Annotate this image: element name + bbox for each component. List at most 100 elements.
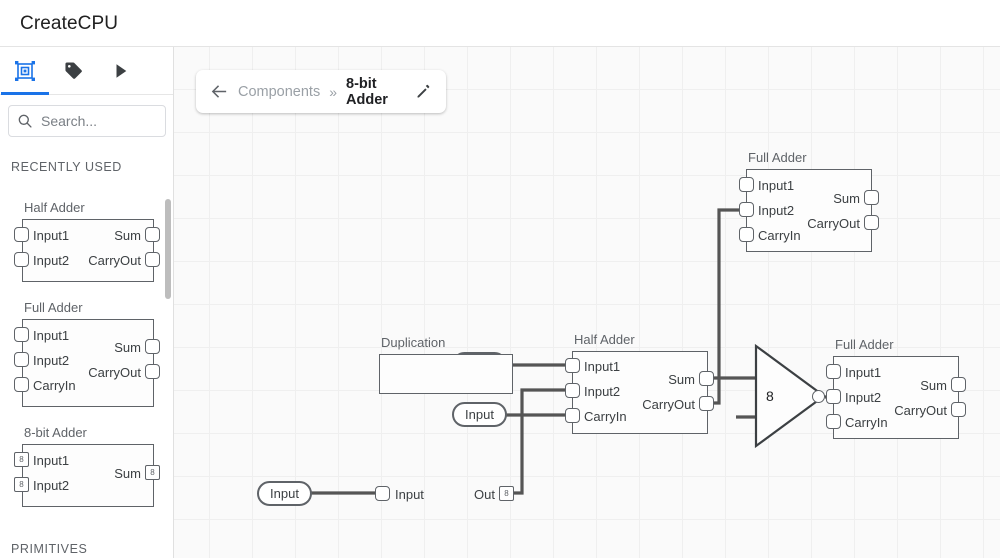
wire-layer <box>311 208 829 495</box>
pin-input[interactable] <box>375 486 390 501</box>
pin-carryin[interactable] <box>826 414 841 429</box>
pin-label-input2: Input2 <box>33 253 70 268</box>
component-body <box>833 356 959 439</box>
app-title: CreateCPU <box>20 13 119 34</box>
component-body <box>22 219 154 282</box>
breadcrumb: Components » 8-bit Adder <box>196 70 446 113</box>
pin-label-input2: Input2 <box>845 390 882 405</box>
pin-label-carryout: CarryOut <box>88 365 141 380</box>
pin-label-input2: Input2 <box>33 478 70 493</box>
pin-label-input1: Input1 <box>845 365 882 380</box>
pin-carryout[interactable] <box>145 364 160 379</box>
component-body <box>22 444 154 507</box>
pencil-icon[interactable] <box>415 83 432 100</box>
pin-label-input1: Input1 <box>758 178 795 193</box>
sidebar-scrollbar-thumb[interactable] <box>165 199 171 299</box>
pin-input1[interactable] <box>565 358 580 373</box>
component-title: Half Adder <box>24 200 85 215</box>
component-body <box>22 319 154 407</box>
pin-label-out: Out <box>474 487 495 502</box>
pin-label-input2: Input2 <box>33 353 70 368</box>
pin-label-input: Input <box>395 487 424 502</box>
pin-carryout[interactable] <box>951 402 966 417</box>
pin-carryin[interactable] <box>14 377 29 392</box>
pin-out[interactable]: 8 <box>499 486 514 501</box>
search-box[interactable] <box>8 105 166 137</box>
component-body <box>379 354 513 394</box>
pin-input2[interactable]: 8 <box>14 477 29 492</box>
component-title: Full Adder <box>835 337 894 352</box>
input-pill-label: Input <box>257 481 312 506</box>
merger-output-node[interactable] <box>812 390 825 403</box>
pin-sum[interactable] <box>145 339 160 354</box>
sidebar-tab-row <box>0 47 173 95</box>
component-title: Duplication <box>381 335 446 350</box>
pin-label-input1: Input1 <box>33 453 70 468</box>
pin-input2[interactable] <box>14 352 29 367</box>
component-body <box>572 351 708 434</box>
tab-run[interactable] <box>97 47 145 94</box>
pin-input1[interactable] <box>14 227 29 242</box>
schematic-canvas[interactable]: Components » 8-bit Adder Input Input Inp… <box>174 47 1000 558</box>
pin-label-sum: Sum <box>114 340 141 355</box>
tag-icon <box>64 62 82 79</box>
pin-input1[interactable]: 8 <box>14 452 29 467</box>
pin-input1[interactable] <box>826 364 841 379</box>
component-title: Full Adder <box>24 300 83 315</box>
component-icon <box>15 60 35 81</box>
pin-input2[interactable] <box>739 202 754 217</box>
merger-bus-width-label: 8 <box>766 388 774 404</box>
component-body <box>746 169 872 252</box>
component-title: Full Adder <box>748 150 807 165</box>
pin-input1[interactable] <box>14 327 29 342</box>
pin-label-carryout: CarryOut <box>88 253 141 268</box>
component-title: 8-bit Adder <box>24 425 87 440</box>
pin-label-carryin: CarryIn <box>845 415 888 430</box>
pin-label-input2: Input2 <box>758 203 795 218</box>
input-pill-label: Input <box>452 402 507 427</box>
pin-label-sum: Sum <box>114 228 141 243</box>
merger-triangle-icon <box>754 343 826 449</box>
pin-sum[interactable] <box>145 227 160 242</box>
pin-carryin[interactable] <box>565 408 580 423</box>
pin-sum[interactable] <box>699 371 714 386</box>
play-icon <box>116 63 127 78</box>
title-bar: CreateCPU <box>0 0 1000 47</box>
pin-input2[interactable] <box>826 389 841 404</box>
tab-tags[interactable] <box>49 47 97 94</box>
section-primitives: PRIMITIVES <box>11 542 88 556</box>
wire-duplication-to-half-adder-input2 <box>511 388 572 495</box>
pin-label-sum: Sum <box>920 378 947 393</box>
search-input[interactable] <box>41 113 151 129</box>
pin-carryout[interactable] <box>145 252 160 267</box>
pin-label-input1: Input1 <box>584 359 621 374</box>
breadcrumb-separator: » <box>329 83 338 100</box>
pin-sum[interactable]: 8 <box>145 465 160 480</box>
pin-carryout[interactable] <box>699 396 714 411</box>
arrow-left-icon[interactable] <box>210 82 229 101</box>
pin-label-carryin: CarryIn <box>758 228 801 243</box>
pin-input2[interactable] <box>565 383 580 398</box>
pin-sum[interactable] <box>951 377 966 392</box>
pin-label-input1: Input1 <box>33 328 70 343</box>
component-title: Half Adder <box>574 332 635 347</box>
search-icon <box>17 113 33 129</box>
breadcrumb-current: 8-bit Adder <box>346 75 388 108</box>
pin-label-carryin: CarryIn <box>584 409 627 424</box>
pin-label-carryout: CarryOut <box>894 403 947 418</box>
pin-label-sum: Sum <box>668 372 695 387</box>
active-tab-indicator <box>1 92 49 95</box>
pin-carryout[interactable] <box>864 215 879 230</box>
pin-sum[interactable] <box>864 190 879 205</box>
breadcrumb-parent[interactable]: Components <box>238 83 321 100</box>
tab-components[interactable] <box>1 47 49 94</box>
pin-label-input1: Input1 <box>33 228 70 243</box>
pin-input2[interactable] <box>14 252 29 267</box>
pin-label-sum: Sum <box>114 466 141 481</box>
pin-label-carryout: CarryOut <box>642 397 695 412</box>
section-recently-used: RECENTLY USED <box>11 160 122 174</box>
pin-carryin[interactable] <box>739 227 754 242</box>
pin-input1[interactable] <box>739 177 754 192</box>
sidebar: RECENTLY USED Half Adder Input1 Input2 S… <box>0 47 174 558</box>
